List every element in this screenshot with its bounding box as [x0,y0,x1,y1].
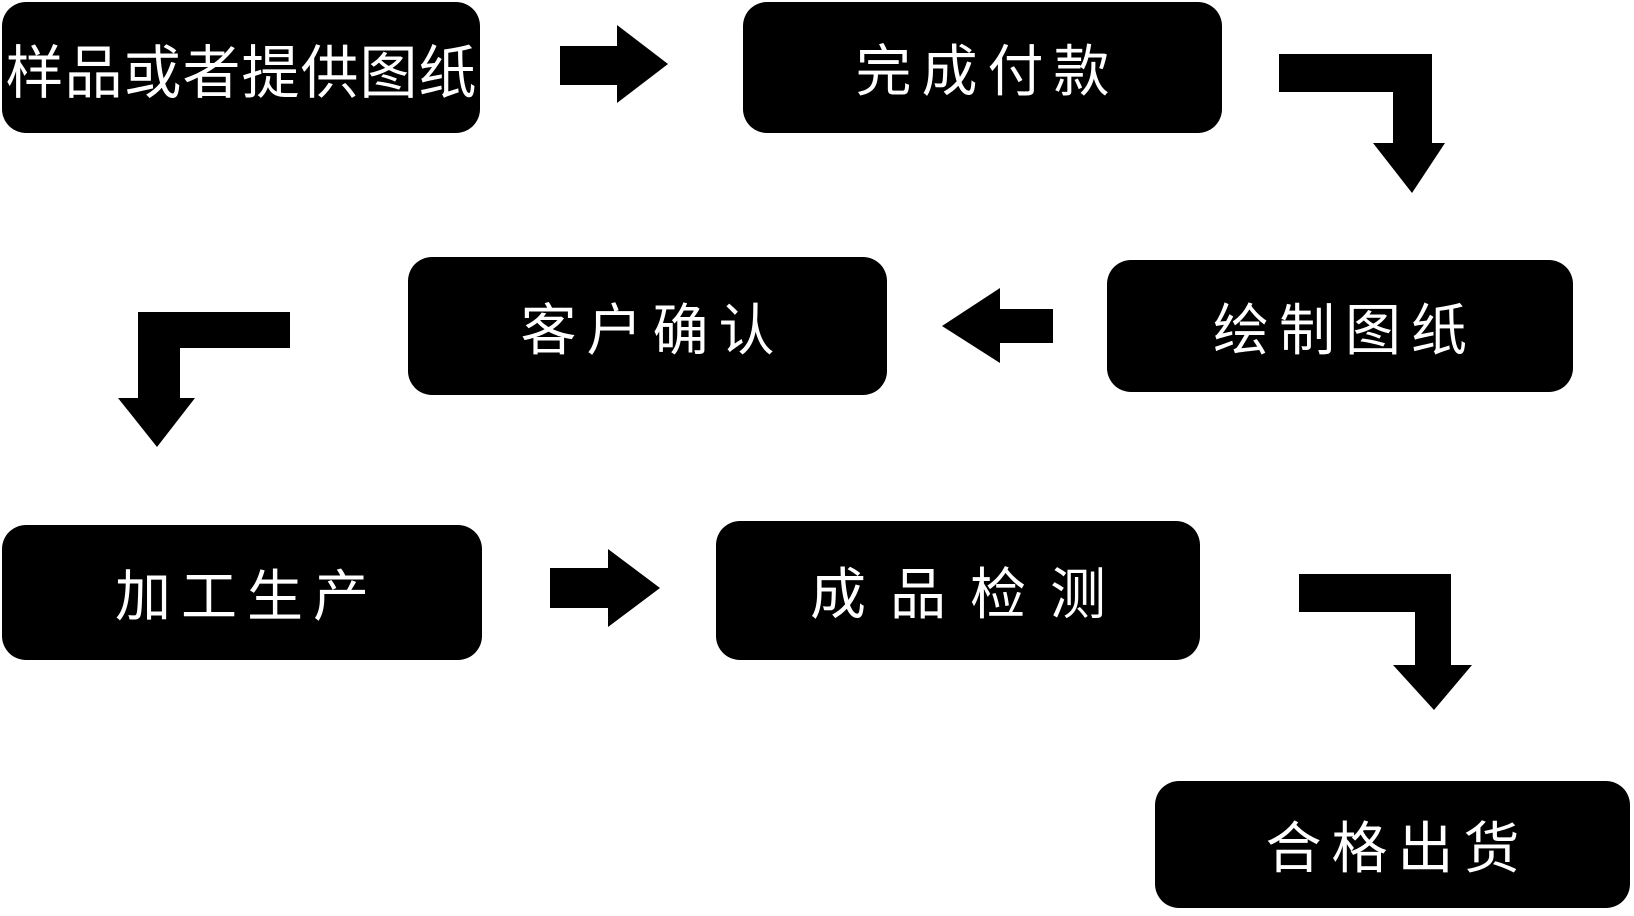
flow-node-customer-confirmation: 客户确认 [408,257,887,395]
arrow-right-icon [560,25,668,103]
arrow-elbow-right-down-icon [1279,54,1445,193]
flow-node-label: 完成付款 [855,40,1120,105]
flow-node-draw-drawings: 绘制图纸 [1107,260,1573,392]
flow-node-label: 绘制图纸 [1213,298,1477,364]
arrow-left-icon [942,288,1053,363]
flow-node-qualified-shipment: 合格出货 [1155,781,1630,908]
flow-node-label: 加工生产 [115,565,379,630]
flow-node-label: 样品或者提供图纸 [5,38,478,107]
flow-node-complete-payment: 完成付款 [743,2,1222,133]
flow-node-label: 合格出货 [1265,817,1530,882]
flow-node-label: 成品检测 [810,563,1130,628]
flow-node-sample-or-drawings: 样品或者提供图纸 [2,2,480,133]
flow-node-product-inspection: 成品检测 [716,521,1200,660]
arrow-elbow-right-down-icon [1299,574,1472,710]
arrow-elbow-left-down-icon [118,312,290,447]
arrow-right-icon [550,549,660,627]
flow-node-label: 客户确认 [520,298,785,364]
flow-node-processing-production: 加工生产 [2,525,482,660]
